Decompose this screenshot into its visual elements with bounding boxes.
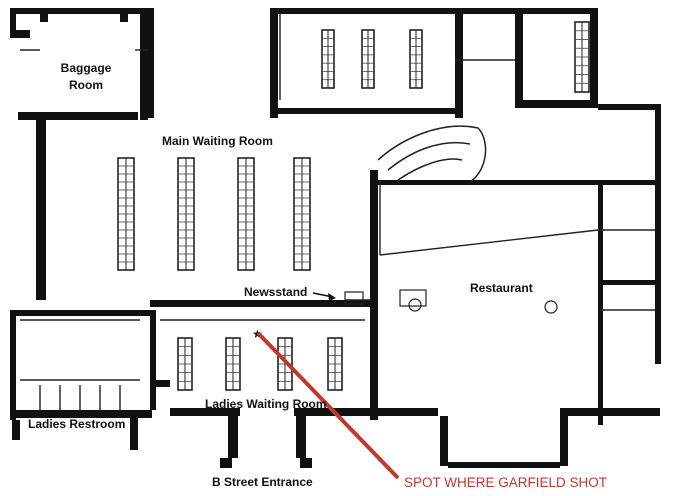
ladies-waiting-room-label: Ladies Waiting Room bbox=[205, 397, 327, 411]
wall-segment bbox=[148, 8, 154, 118]
callout-line bbox=[256, 331, 400, 480]
wall-segment bbox=[155, 380, 170, 387]
wall-segment bbox=[40, 8, 48, 22]
bench-rows bbox=[117, 21, 590, 391]
wall-segment bbox=[150, 300, 370, 307]
baggage-room-label-1: Baggage bbox=[61, 61, 112, 75]
wall-segment bbox=[560, 408, 660, 416]
wall-segment bbox=[523, 100, 593, 108]
arrow-head bbox=[328, 293, 336, 301]
wall-segment bbox=[448, 462, 560, 468]
wall-segment bbox=[590, 8, 598, 108]
wall-segment bbox=[170, 408, 240, 416]
wall-segment bbox=[10, 8, 145, 14]
wall-segment bbox=[278, 108, 458, 114]
baggage-room-label-2: Room bbox=[69, 78, 103, 92]
wall-segment bbox=[270, 8, 278, 118]
wall-segment bbox=[18, 112, 138, 120]
wall-segment bbox=[220, 458, 232, 468]
wall-segment bbox=[140, 8, 148, 120]
wall-segment bbox=[455, 8, 463, 118]
wall-segment bbox=[12, 410, 152, 418]
newsstand-label: Newsstand bbox=[244, 285, 307, 299]
wall-segment bbox=[598, 180, 603, 425]
wall-segment bbox=[370, 170, 378, 420]
wall-segment bbox=[560, 416, 568, 466]
fixture-circles bbox=[344, 289, 558, 314]
wall-segment bbox=[228, 408, 238, 458]
wall-segment bbox=[130, 410, 138, 450]
entrance-label: B Street Entrance bbox=[212, 475, 313, 489]
wall-segment bbox=[36, 120, 46, 300]
garfield-callout-text: SPOT WHERE GARFIELD SHOT bbox=[404, 475, 607, 490]
wall-segment bbox=[10, 310, 16, 420]
wall-segment bbox=[270, 8, 460, 14]
wall-segment bbox=[598, 104, 658, 110]
interior-line bbox=[379, 229, 599, 256]
wall-segment bbox=[600, 280, 655, 285]
wall-segment bbox=[10, 310, 150, 316]
stair-curve bbox=[377, 125, 487, 183]
wall-segment bbox=[463, 8, 593, 14]
wall-segment bbox=[12, 420, 20, 440]
wall-segment bbox=[515, 8, 523, 108]
wall-segment bbox=[296, 408, 306, 458]
wall-segment bbox=[655, 104, 661, 364]
ladies-restroom-label: Ladies Restroom bbox=[28, 417, 125, 431]
restaurant-label: Restaurant bbox=[470, 281, 533, 295]
wall-segment bbox=[120, 8, 128, 22]
wall-segment bbox=[378, 408, 438, 416]
wall-segment bbox=[10, 8, 16, 38]
walls bbox=[10, 8, 661, 468]
wall-segment bbox=[440, 416, 448, 466]
wall-segment bbox=[370, 300, 376, 410]
wall-segment bbox=[378, 180, 658, 185]
wall-segment bbox=[16, 30, 30, 38]
wall-segment bbox=[150, 310, 156, 410]
main-waiting-room-label: Main Waiting Room bbox=[162, 134, 273, 148]
thin-lines bbox=[20, 14, 655, 410]
wall-segment bbox=[300, 458, 312, 468]
